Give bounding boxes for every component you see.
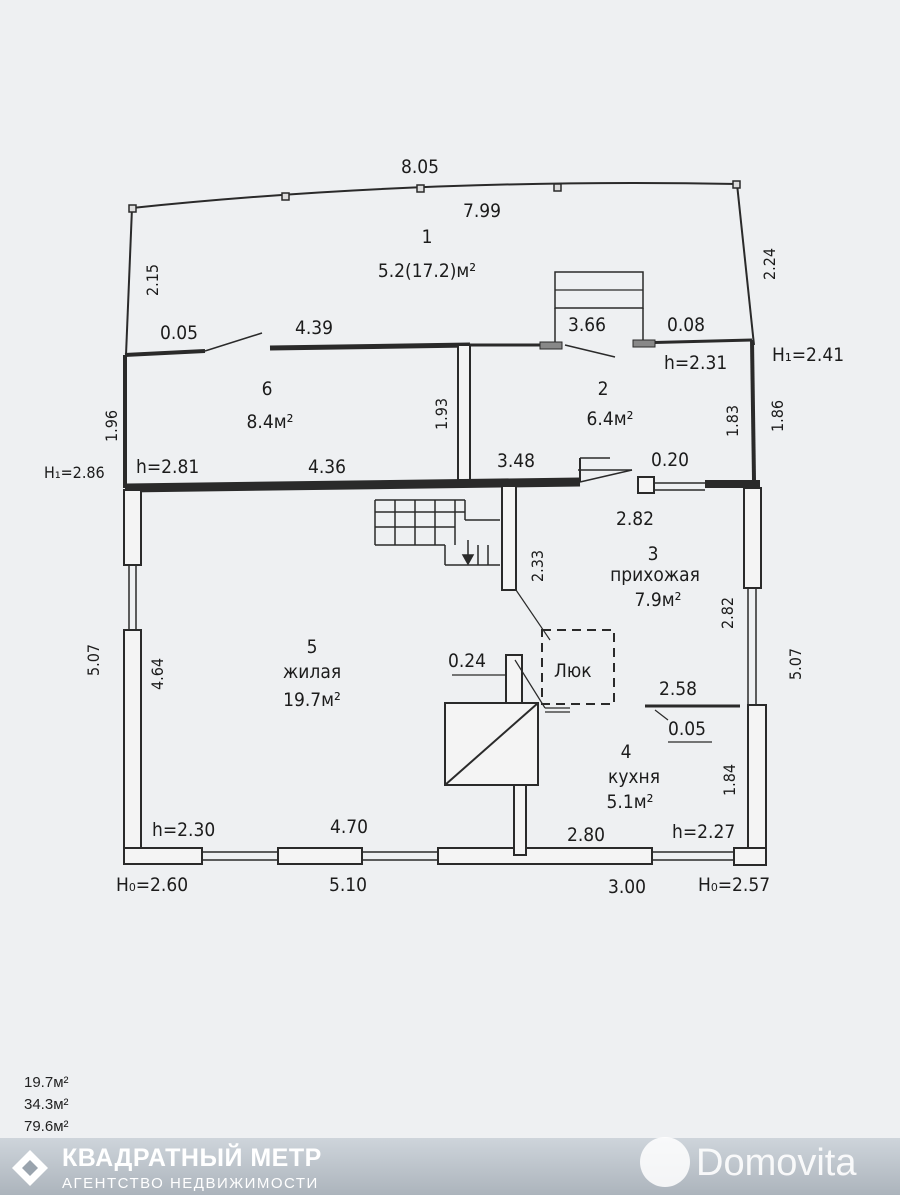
dim-top-outer: 8.05 (400, 156, 440, 178)
dim-room5-bottom-outer: 5.10 (329, 874, 368, 896)
dim-porch-right: 2.24 (760, 247, 779, 280)
room-3-name: прихожая (610, 564, 700, 586)
agency-subtitle: АГЕНТСТВО НЕДВИЖИМОСТИ (62, 1175, 319, 1192)
dim-room6-top: 4.39 (295, 317, 334, 339)
room-6-area: 8.4м² (246, 411, 294, 433)
room-1-area: 5.2(17.2)м² (377, 260, 477, 282)
watermark-bar (0, 1138, 900, 1195)
room-3-number: 3 (647, 543, 659, 565)
dim-outer-left: 5.07 (84, 643, 103, 676)
dim-room2-right: 1.83 (723, 404, 742, 437)
total-living-area: 19.7м² (24, 1074, 69, 1091)
dim-gap-left: 0.05 (160, 322, 199, 344)
hatch-outline (541, 629, 615, 705)
height-room4: h=2.27 (672, 821, 736, 843)
ground-height-left-top: H₁=2.86 (44, 463, 105, 482)
dim-kitchen-right: 1.84 (720, 763, 739, 796)
chimney (505, 654, 523, 704)
dim-room4-bottom-outer: 3.00 (608, 876, 647, 898)
porch-right-boundary (736, 183, 755, 346)
dim-porch-left: 2.15 (143, 263, 162, 296)
dim-room6-right: 1.93 (432, 397, 451, 430)
hatch-label: Люк (554, 660, 592, 682)
height-room5: h=2.30 (152, 819, 216, 841)
dim-room5-bottom-inner: 4.70 (330, 816, 369, 838)
room-2-number: 2 (597, 378, 609, 400)
porch-left-boundary (125, 207, 133, 356)
dim-0-20: 0.20 (651, 449, 690, 471)
room-5-name: жилая (282, 661, 342, 683)
dim-stair-wall: 2.33 (528, 549, 547, 582)
room-5-area: 19.7м² (283, 689, 341, 711)
dim-gap-right: 0.08 (667, 314, 706, 336)
room-2-area: 6.4м² (586, 408, 634, 430)
dim-outer-right-top: 1.86 (768, 399, 787, 432)
room-5-number: 5 (306, 636, 318, 658)
room-4-number: 4 (620, 741, 632, 763)
room-4-name: кухня (607, 766, 661, 788)
total-overall-area: 79.6м² (24, 1117, 69, 1135)
dim-hall-right: 2.82 (718, 596, 737, 629)
height-room6: h=2.81 (136, 456, 200, 478)
dim-room4-bottom-inner: 2.80 (567, 824, 606, 846)
ground-height-right-top: H₁=2.41 (772, 344, 845, 366)
ground-height-right-bottom: H₀=2.57 (698, 874, 771, 896)
dim-room6-bottom: 4.36 (308, 456, 347, 478)
dim-hall-top: 2.82 (616, 508, 655, 530)
portal-name: Domovita (696, 1142, 857, 1184)
height-room2: h=2.31 (664, 352, 728, 374)
staircase (374, 499, 500, 566)
dim-room2-bottom: 3.48 (497, 450, 536, 472)
dim-kitchen-top: 2.58 (659, 678, 698, 700)
dim-top-inner: 7.99 (462, 200, 502, 222)
kitchen-partition (513, 784, 527, 856)
room-4-area: 5.1м² (606, 791, 654, 813)
agency-name: КВАДРАТНЫЙ МЕТР (62, 1144, 322, 1172)
dim-outer-right: 5.07 (786, 647, 805, 680)
area-totals: 19.7м² 34.3м² 79.6м² (24, 1072, 69, 1137)
dim-room5-left: 4.64 (148, 657, 167, 690)
dim-chimney: 0.24 (448, 650, 487, 672)
total-usable-area: 34.3м² (24, 1095, 69, 1113)
portal-logo-icon (640, 1137, 690, 1187)
ground-height-left-bottom: H₀=2.60 (116, 874, 189, 896)
room-3-area: 7.9м² (634, 589, 682, 611)
dim-kitchen-gap: 0.05 (668, 718, 707, 740)
room-6-number: 6 (261, 378, 273, 400)
dim-room2-top: 3.66 (568, 314, 607, 336)
room-1-number: 1 (421, 226, 433, 248)
dim-room6-left: 1.96 (102, 409, 121, 442)
stair-wall (501, 485, 517, 591)
agency-logo-icon (12, 1150, 48, 1186)
porch-top-boundary (131, 182, 738, 209)
